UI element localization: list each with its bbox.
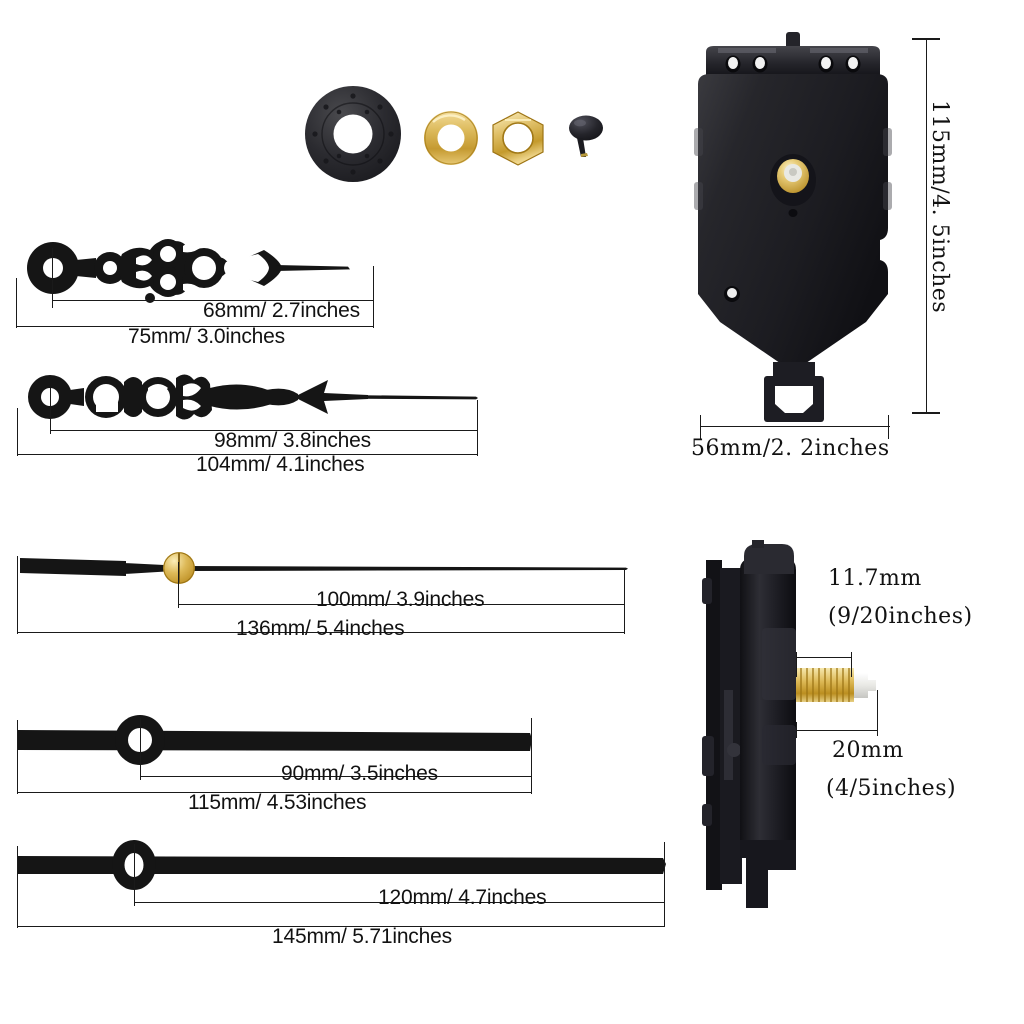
hour-hand-outer-right-tick [373, 300, 374, 328]
hour-hand-outer-dimline [16, 326, 374, 327]
second-hand-pivot-tick [178, 562, 179, 608]
shaft-thread-dimension-inches-label: (9/20inches) [828, 604, 973, 629]
movement-height-bottom-tick [912, 412, 940, 414]
second-hand-outer-right-tick [624, 604, 625, 634]
movement-top-flange [706, 46, 880, 76]
second-hand-outer-dimension-label: 136mm/ 5.4inches [236, 617, 405, 640]
movement-side-view [702, 540, 876, 908]
movement-side-threaded-shaft [796, 668, 876, 702]
minute-hand-pivot-tick [50, 388, 51, 434]
hour-bar-inner-dimension-label: 90mm/ 3.5inches [281, 762, 438, 785]
movement-top-post [786, 32, 800, 50]
movement-height-dimension-label: 115mm/4. 5inches [927, 100, 952, 314]
minute-hand-bar-shape [18, 840, 666, 890]
brass-hex-nut-icon [492, 111, 544, 166]
minute-bar-outer-left-tick [17, 846, 18, 928]
movement-width-right-tick [888, 415, 889, 439]
minute-hand-outer-left-tick [17, 408, 18, 456]
shaft-total-dimline [796, 730, 878, 731]
movement-centre-shaft [770, 154, 816, 217]
hour-hand-ornate-shape [27, 239, 350, 297]
brass-flat-washer-icon [424, 111, 478, 165]
minute-hand-ornate-shape [28, 374, 478, 420]
minute-hand-outer-dimension-label: 104mm/ 4.1inches [196, 453, 365, 476]
hand-nut-cap-icon [569, 115, 603, 157]
hour-hand-pivot-tick [52, 248, 53, 308]
minute-bar-inner-dimline [134, 902, 665, 903]
hour-hand-outer-dimension-label: 75mm/ 3.0inches [128, 325, 285, 348]
hour-hand-bar-shape [18, 715, 532, 765]
minute-bar-inner-right-tick [664, 842, 665, 926]
second-hand-outer-dimline [17, 632, 625, 633]
second-hand-inner-dimline [178, 604, 625, 605]
hour-bar-pivot-tick [140, 718, 141, 780]
shaft-total-dimension-inches-label: (4/5inches) [826, 776, 957, 801]
second-hand-inner-right-tick [624, 570, 625, 606]
movement-pendulum-hanger [764, 362, 824, 422]
minute-hand-inner-dimension-label: 98mm/ 3.8inches [214, 429, 371, 452]
minute-bar-pivot-tick [134, 844, 135, 906]
hour-hand-outer-left-tick [16, 278, 17, 328]
minute-bar-outer-dimline [17, 926, 665, 927]
movement-body [698, 74, 888, 372]
hour-bar-inner-dimline [140, 776, 532, 777]
shaft-total-right-tick [877, 690, 878, 736]
minute-hand-inner-dimline [50, 430, 478, 431]
shaft-total-left-tick [796, 722, 797, 738]
movement-mounting-holes [725, 55, 861, 73]
minute-hand-outer-dimline [17, 454, 478, 455]
hour-bar-outer-dimension-label: 115mm/ 4.53inches [188, 791, 367, 814]
minute-hand-inner-right-tick [477, 400, 478, 432]
shaft-thread-left-ext [796, 657, 797, 677]
minute-hand-outer-right-tick [477, 430, 478, 456]
movement-lower-mounting-hole [724, 286, 740, 302]
shaft-thread-dimline [796, 657, 852, 658]
hour-hand-inner-right-tick [373, 266, 374, 302]
hardware-parts-group [305, 86, 603, 182]
shaft-thread-dimension-label: 11.7mm [828, 566, 922, 591]
movement-side-case [740, 558, 796, 854]
second-hand-shape [20, 552, 628, 584]
second-hand-outer-left-tick [17, 556, 18, 634]
minute-bar-outer-dimension-label: 145mm/ 5.71inches [272, 925, 452, 948]
second-hand-inner-dimension-label: 100mm/ 3.9inches [316, 588, 485, 611]
movement-front-view [694, 32, 892, 422]
movement-width-dimension-label: 56mm/2. 2inches [691, 436, 890, 461]
hour-hand-inner-dimension-label: 68mm/ 2.7inches [203, 299, 360, 322]
rubber-washer-icon [305, 86, 401, 182]
shaft-total-dimension-label: 20mm [832, 738, 904, 763]
movement-side-hanger [740, 840, 796, 908]
minute-bar-inner-dimension-label: 120mm/ 4.7inches [378, 886, 547, 909]
hour-hand-inner-dimline [52, 300, 374, 301]
movement-width-left-tick [700, 415, 701, 439]
hour-bar-outer-dimline [17, 792, 532, 793]
shaft-thread-right-ext [851, 657, 852, 677]
movement-width-dimline [700, 426, 890, 427]
hour-bar-outer-left-tick [17, 720, 18, 794]
movement-height-dimline [926, 38, 927, 413]
hour-bar-outer-right-tick [531, 718, 532, 794]
